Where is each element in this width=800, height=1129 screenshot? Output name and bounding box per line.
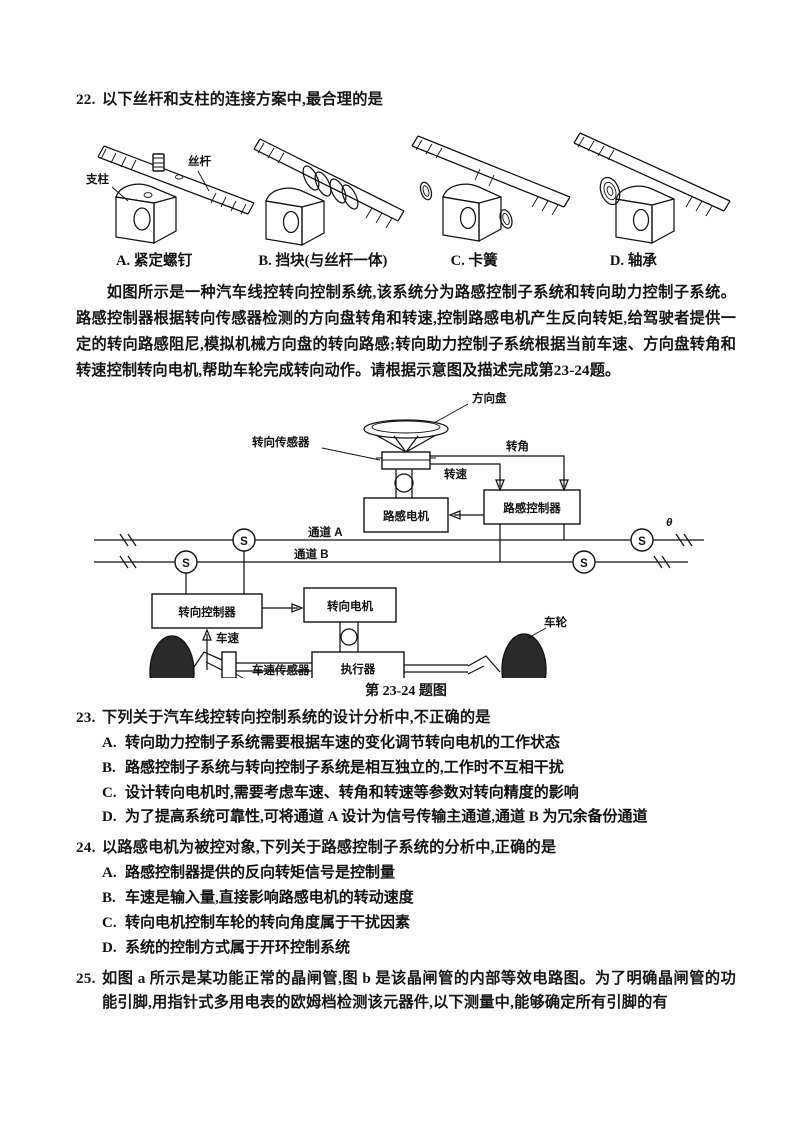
question-22-option-d[interactable]: D. 轴承	[586, 249, 736, 270]
label-rotation-speed: 转速	[444, 467, 467, 481]
option-text: 设计转向电机时,需要考虑车速、转角和转速等参数对转向精度的影响	[125, 784, 579, 801]
figure-c-circlip	[411, 135, 571, 242]
option-text-a: 紧定螺钉	[133, 252, 193, 269]
figure-b-stop-block	[253, 138, 405, 246]
question-22-option-b[interactable]: B. 挡块(与丝杆一体)	[258, 249, 438, 270]
question-25-stem: 如图 a 所示是某功能正常的晶闸管,图 b 是该晶闸管的内部等效电路图。为了明确…	[102, 969, 736, 1012]
question-22-stem-row: 22. 以下丝杆和支柱的连接方案中,最合理的是	[76, 88, 736, 113]
label-road-feel-motor: 路感电机	[383, 509, 429, 523]
q23-stem-emphasis: 不正确	[413, 709, 460, 730]
option-text: 车速是输入量,直接影响路感电机的转动速度	[125, 889, 414, 906]
option-text-c: 卡簧	[468, 252, 498, 269]
option-text: 路感控制器提供的反向转矩信号是控制量	[125, 865, 396, 881]
option-text: 转向助力控制子系统需要根据车速的变化调节转向电机的工作状态	[125, 734, 561, 751]
question-24-option-b[interactable]: B. 车速是输入量,直接影响路感电机的转动速度	[76, 886, 736, 911]
question-22-option-a[interactable]: A. 紧定螺钉	[76, 249, 258, 270]
passage-text: 如图所示是一种汽车线控转向控制系统,该系统分为路感控制子系统和转向助力控制子系统…	[76, 283, 736, 380]
sensor-node-a-left: S	[232, 528, 256, 552]
question-23-option-a[interactable]: A. 转向助力控制子系统需要根据车速的变化调节转向电机的工作状态	[76, 731, 736, 756]
option-key-c: C.	[450, 252, 465, 269]
sensor-node-a-right: S	[630, 528, 654, 552]
option-key: B.	[102, 759, 116, 776]
steering-wheel-group	[363, 419, 449, 454]
option-text: 系统的控制方式属于开环控制系统	[125, 939, 351, 956]
question-22-option-c[interactable]: C. 卡簧	[439, 249, 586, 270]
passage-paragraph: 如图所示是一种汽车线控转向控制系统,该系统分为路感控制子系统和转向助力控制子系统…	[76, 280, 736, 385]
question-24-number: 24.	[76, 839, 96, 857]
sensor-node-b-right: S	[572, 550, 596, 574]
q23-stem-before: 下列关于汽车线控转向控制系统的设计分析中,	[102, 709, 414, 727]
question-24-option-c[interactable]: C. 转向电机控制车轮的转向角度属于干扰因素	[76, 911, 736, 936]
label-vehicle-speed: 车速	[216, 631, 239, 645]
option-key: A.	[102, 734, 117, 751]
question-23-option-b[interactable]: B. 路感控制子系统与转向控制子系统是相互独立的,工作时不互相干扰	[76, 756, 736, 781]
screw-column-figures-svg: 支柱 丝杆	[85, 132, 731, 246]
label-rotation-angle: 转角	[506, 439, 529, 453]
sensor-node-label: S	[182, 558, 190, 570]
question-25-number: 25.	[76, 969, 96, 987]
steer-by-wire-diagram: 方向盘 转向传感器 路感电机 路感控制器	[76, 390, 736, 679]
label-channel-a: 通道 A	[308, 525, 343, 539]
option-text: 转向电机控制车轮的转向角度属于干扰因素	[125, 914, 411, 931]
sensor-node-b-left: S	[174, 550, 198, 574]
sensor-node-label: S	[240, 536, 248, 548]
option-text: 为了提高系统可靠性,可将通道 A 设计为信号传输主通道,通道 B 为冗余备份通道	[125, 809, 648, 826]
option-key: C.	[102, 914, 117, 931]
label-vehicle-speed-sensor: 车速传感器	[252, 665, 310, 678]
diagram-caption: 第 23-24 题图	[365, 684, 447, 700]
option-key-d: D.	[609, 252, 625, 269]
label-theta: θ	[666, 517, 673, 529]
option-key: D.	[102, 809, 117, 826]
label-steering-sensor: 转向传感器	[252, 435, 310, 449]
option-text-b: 挡块(与丝杆一体)	[275, 252, 388, 269]
question-24-option-d[interactable]: D. 系统的控制方式属于开环控制系统	[76, 936, 736, 961]
page-content: 22. 以下丝杆和支柱的连接方案中,最合理的是	[76, 88, 736, 1016]
question-23-stem-row: 23. 下列关于汽车线控转向控制系统的设计分析中,不正确的是	[76, 706, 736, 731]
question-24-option-a[interactable]: A. 路感控制器提供的反向转矩信号是控制量	[76, 861, 736, 886]
question-23-stem: 下列关于汽车线控转向控制系统的设计分析中,不正确的是	[102, 706, 736, 731]
figure-a-set-screw: 支柱 丝杆	[85, 145, 255, 244]
option-key: B.	[102, 889, 116, 906]
option-key: C.	[102, 784, 117, 801]
label-road-feel-controller: 路感控制器	[503, 501, 561, 515]
option-text: 路感控制子系统与转向控制子系统是相互独立的,工作时不互相干扰	[125, 759, 564, 776]
question-22-options: A. 紧定螺钉 B. 挡块(与丝杆一体) C. 卡簧 D. 轴承	[76, 249, 736, 270]
label-channel-b: 通道 B	[294, 547, 329, 561]
option-key: D.	[102, 939, 117, 956]
label-screw-rod: 丝杆	[188, 154, 211, 168]
label-steering-controller: 转向控制器	[178, 605, 236, 619]
question-22-stem: 以下丝杆和支柱的连接方案中,最合理的是	[102, 91, 383, 108]
question-23-number: 23.	[76, 709, 96, 727]
label-steering-motor: 转向电机	[327, 599, 373, 613]
option-key-a: A.	[116, 252, 131, 269]
question-24-stem: 以路感电机为被控对象,下列关于路感控制子系统的分析中,正确的是	[102, 839, 557, 857]
label-column: 支柱	[85, 172, 109, 186]
question-22-figures: 支柱 丝杆	[76, 119, 736, 247]
question-25-stem-row: 25. 如图 a 所示是某功能正常的晶闸管,图 b 是该晶闸管的内部等效电路图。…	[76, 967, 736, 1016]
label-actuator: 执行器	[341, 662, 376, 676]
label-steering-wheel: 方向盘	[472, 391, 507, 405]
question-24-stem-row: 24. 以路感电机为被控对象,下列关于路感控制子系统的分析中,正确的是	[76, 836, 736, 861]
question-23-option-c[interactable]: C. 设计转向电机时,需要考虑车速、转角和转速等参数对转向精度的影响	[76, 781, 736, 806]
option-key: A.	[102, 865, 117, 881]
question-23-option-d[interactable]: D. 为了提高系统可靠性,可将通道 A 设计为信号传输主通道,通道 B 为冗余备…	[76, 805, 736, 830]
sensor-node-label: S	[638, 536, 646, 548]
sensor-node-label: S	[580, 558, 588, 570]
option-key-b: B.	[258, 252, 272, 269]
question-22-number: 22.	[76, 91, 96, 108]
figure-d-bearing	[573, 132, 731, 244]
steer-by-wire-svg: 方向盘 转向传感器 路感电机 路感控制器	[94, 391, 704, 679]
option-text-d: 轴承	[627, 252, 657, 269]
q23-stem-after: 的是	[459, 709, 491, 727]
label-wheel: 车轮	[544, 615, 567, 629]
